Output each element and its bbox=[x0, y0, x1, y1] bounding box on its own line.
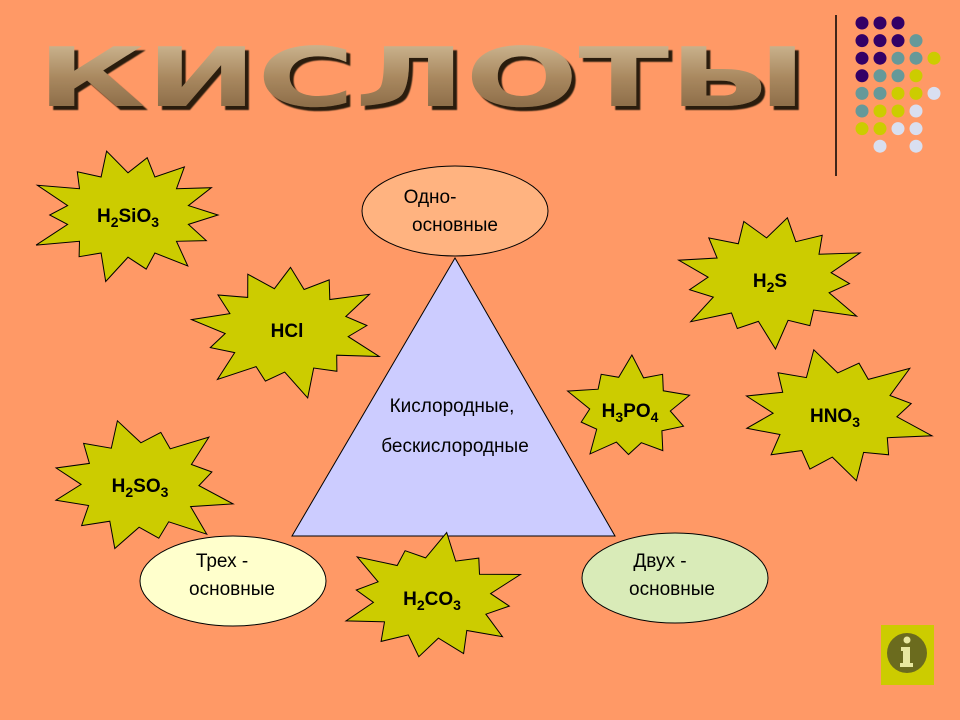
triangle-label-1: Кислородные, bbox=[390, 396, 515, 417]
decor-dot bbox=[909, 104, 923, 118]
decor-dot bbox=[873, 139, 887, 153]
decor-dot bbox=[873, 16, 887, 30]
decor-dot bbox=[855, 16, 869, 30]
decor-dot bbox=[891, 69, 905, 83]
tribasic-line2: основные bbox=[189, 579, 275, 600]
acid-starburst: H2SiO3 bbox=[35, 150, 220, 283]
acid-formula: H2SiO3 bbox=[97, 206, 159, 230]
acid-formula: HNO3 bbox=[810, 406, 860, 430]
decor-dot bbox=[909, 51, 923, 65]
decor-dot bbox=[855, 104, 869, 118]
decor-dot bbox=[873, 69, 887, 83]
monobasic-line2: основные bbox=[412, 215, 498, 236]
decor-dot bbox=[927, 51, 941, 65]
ellipse-dibasic: Двух - основные bbox=[581, 532, 769, 624]
triangle-label-2: бескислородные bbox=[381, 436, 529, 457]
acid-starburst: H3PO4 bbox=[566, 353, 691, 456]
decor-dot bbox=[873, 122, 887, 136]
decor-dot bbox=[909, 86, 923, 100]
monobasic-line1: Одно- bbox=[404, 187, 457, 208]
decor-dot bbox=[855, 51, 869, 65]
decor-dot bbox=[909, 122, 923, 136]
decor-dot bbox=[855, 34, 869, 48]
info-button[interactable] bbox=[881, 625, 934, 685]
decor-dot bbox=[927, 86, 941, 100]
acid-formula: H3PO4 bbox=[602, 401, 659, 425]
decor-dot bbox=[891, 86, 905, 100]
acid-formula: H2SO3 bbox=[112, 476, 169, 500]
decor-dot bbox=[891, 122, 905, 136]
decor-dot bbox=[891, 104, 905, 118]
decor-dot bbox=[855, 86, 869, 100]
decor-dot bbox=[909, 34, 923, 48]
acid-starburst: HCl bbox=[189, 266, 381, 399]
decor-dot bbox=[855, 122, 869, 136]
decor-dot bbox=[891, 16, 905, 30]
decor-dot-grid bbox=[855, 16, 941, 153]
decor-dot bbox=[873, 51, 887, 65]
decor-dot bbox=[873, 34, 887, 48]
acid-formula: HCl bbox=[271, 321, 304, 342]
classification-triangle bbox=[291, 257, 616, 537]
dibasic-line1: Двух - bbox=[633, 551, 686, 572]
decor-dot bbox=[855, 69, 869, 83]
dibasic-line2: основные bbox=[629, 579, 715, 600]
acid-starburst: H2CO3 bbox=[344, 531, 523, 658]
slide-title: КИСЛОТЫ bbox=[37, 31, 807, 126]
decor-dot bbox=[873, 104, 887, 118]
acid-starburst: H2SO3 bbox=[54, 419, 235, 550]
decor-dot bbox=[909, 139, 923, 153]
acid-formula: H2CO3 bbox=[403, 589, 461, 613]
acid-starburst: H2S bbox=[677, 216, 862, 351]
tribasic-line1: Трех - bbox=[196, 551, 248, 572]
decor-dot bbox=[891, 34, 905, 48]
ellipse-monobasic: Одно- основные bbox=[361, 165, 549, 257]
acid-starburst: HNO3 bbox=[745, 348, 934, 482]
decor-dot bbox=[909, 69, 923, 83]
acid-formula: H2S bbox=[753, 271, 787, 295]
decor-dot bbox=[891, 51, 905, 65]
ellipse-tribasic: Трех - основные bbox=[139, 535, 327, 627]
decor-dot bbox=[873, 86, 887, 100]
